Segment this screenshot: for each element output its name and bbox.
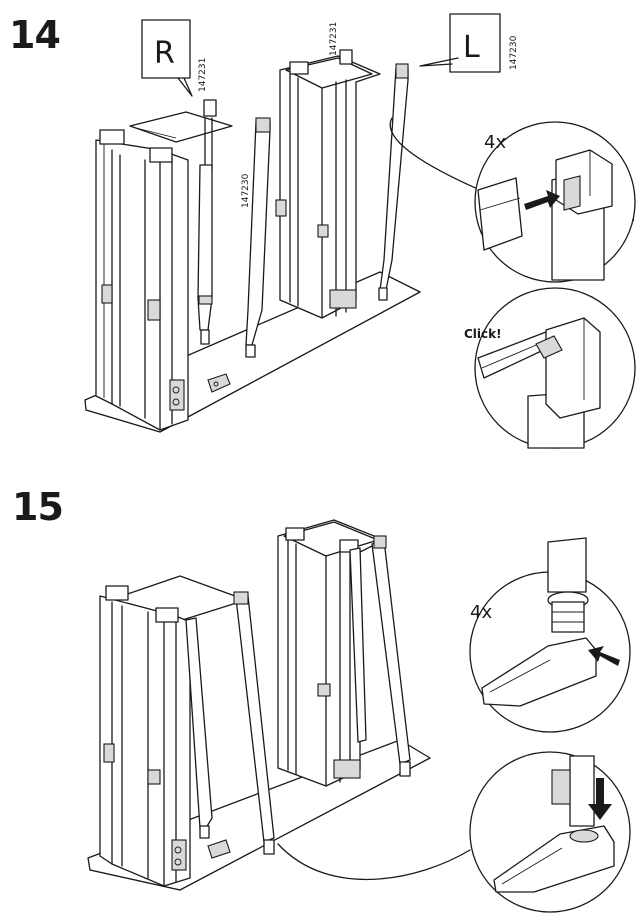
- bracket-part: [207, 373, 231, 393]
- svg-text:L: L: [463, 30, 480, 65]
- detail-circle-insert: 4x: [474, 121, 636, 283]
- right-leg: [378, 63, 409, 301]
- part-number-3: 147231: [329, 22, 339, 56]
- left-leg: [197, 164, 213, 345]
- right-cabinet-frame: [275, 49, 381, 319]
- right-cabinet-15: [277, 519, 385, 787]
- detail-count-15: 4x: [470, 602, 492, 623]
- right-legs-15: [349, 535, 411, 777]
- svg-text:R: R: [154, 36, 175, 71]
- click-label: Click!: [464, 327, 502, 341]
- left-legs-15: [185, 591, 275, 855]
- right-side-label: R: [141, 19, 193, 97]
- callout-line-15: [277, 843, 471, 881]
- callout-line: [389, 117, 481, 191]
- step-14-illustration: R L 147231 147230 147231 147230 147230 4…: [84, 13, 637, 449]
- part-number-4: 147230: [509, 35, 519, 70]
- middle-leg: [245, 117, 271, 358]
- left-cabinet-15: [99, 585, 191, 887]
- detail-circle-foot-clip: [469, 751, 631, 913]
- part-number-1: 147231: [198, 58, 208, 92]
- step-15-illustration: 4x: [87, 519, 631, 913]
- step-14-number: 14: [9, 13, 61, 57]
- detail-count-14: 4x: [484, 132, 506, 153]
- step-15-number: 15: [12, 485, 64, 529]
- part-number-2: 147230: [241, 173, 251, 208]
- detail-circle-foot: 4x: [469, 537, 631, 733]
- bracket-part-15: [207, 839, 231, 859]
- right-shelf-part: [129, 99, 233, 171]
- left-side-label: L: [419, 13, 501, 73]
- left-cabinet-frame: [95, 129, 189, 431]
- detail-circle-click: Click!: [464, 287, 636, 449]
